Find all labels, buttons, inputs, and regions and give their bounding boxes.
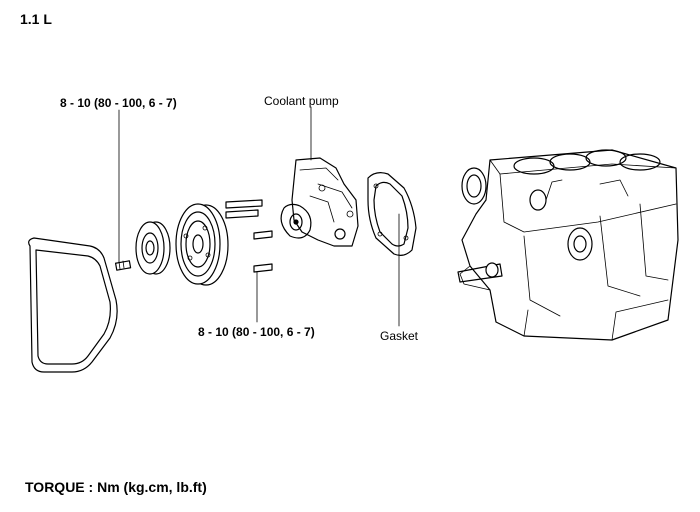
drive-belt	[28, 237, 118, 373]
coolant-pump-label: Coolant pump	[264, 94, 339, 108]
torque-spec-bottom: 8 - 10 (80 - 100, 6 - 7)	[198, 325, 315, 339]
leader-lines	[118, 106, 400, 327]
idler-pulley	[135, 221, 171, 275]
engine-label: 1.1 L	[20, 11, 52, 27]
torque-units-note: TORQUE : Nm (kg.cm, lb.ft)	[25, 479, 207, 495]
engine-block	[457, 149, 679, 341]
coolant-pump	[280, 157, 359, 247]
gasket-label: Gasket	[380, 329, 419, 343]
studs	[225, 199, 273, 273]
gasket	[367, 172, 417, 256]
pulley-bolt	[114, 260, 132, 271]
torque-spec-top: 8 - 10 (80 - 100, 6 - 7)	[60, 96, 177, 110]
water-pump-pulley	[175, 203, 229, 286]
